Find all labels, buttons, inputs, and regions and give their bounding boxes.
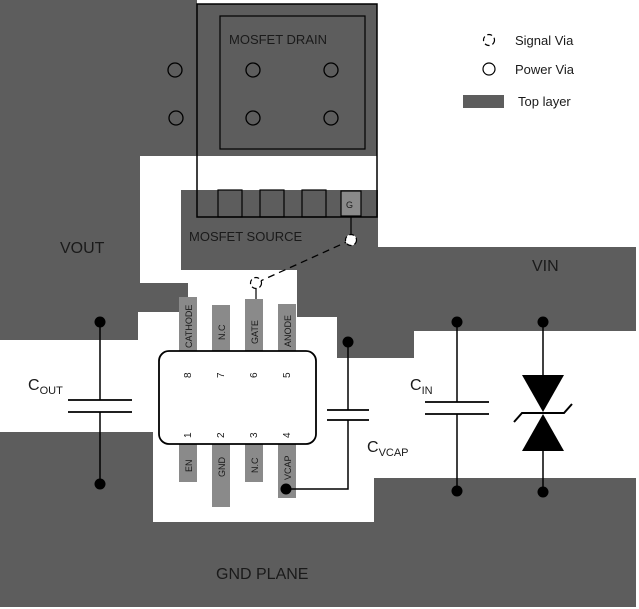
cin-node-bottom (451, 485, 463, 497)
legend-signal-via-label: Signal Via (515, 33, 574, 48)
gnd-plane (0, 432, 636, 607)
ic-pin-4 (278, 444, 296, 498)
mosfet-source-label: MOSFET SOURCE (189, 229, 302, 244)
legend-top-layer-swatch (463, 95, 504, 108)
pin-number-5: 5 (282, 372, 293, 378)
legend: Signal Via Power Via Top layer (463, 33, 575, 109)
pin-number-3: 3 (249, 432, 260, 438)
ic-pin-2 (212, 444, 230, 507)
vin-plane (297, 247, 636, 358)
pin-label-vcap: VCAP (283, 455, 293, 480)
gnd-plane-label: GND PLANE (216, 566, 308, 583)
ic-pin-3 (245, 444, 263, 482)
ic-pin-6 (245, 299, 263, 351)
tvs-bar (513, 403, 573, 423)
tvs-diode-upper (522, 375, 564, 412)
mosfet-drain-label: MOSFET DRAIN (229, 32, 327, 47)
pin-number-1: 1 (183, 432, 194, 438)
power-via (245, 62, 261, 78)
gate-pad-label: G (346, 200, 353, 210)
pin-label-gnd: GND (217, 457, 227, 478)
pin-number-6: 6 (249, 372, 260, 378)
pin-number-2: 2 (216, 432, 227, 438)
legend-signal-via-icon (482, 33, 496, 47)
pin-label-nc-top: N.C (217, 324, 227, 340)
power-via (323, 110, 339, 126)
legend-power-via-icon (482, 62, 496, 76)
cvcap-label: CVCAP (367, 439, 409, 459)
cvcap-wire-bottom (286, 420, 349, 490)
cout-node-top (94, 316, 106, 328)
pin-number-8: 8 (183, 372, 194, 378)
ic-body (158, 350, 317, 445)
ic-pin-7 (212, 305, 230, 351)
pin-label-cathode: CATHODE (184, 305, 194, 348)
power-via (167, 62, 183, 78)
signal-via (344, 233, 358, 247)
legend-top-layer-label: Top layer (518, 94, 571, 109)
cin-node-top (451, 316, 463, 328)
legend-power-via-label: Power Via (515, 62, 575, 77)
pin-label-en: EN (184, 459, 194, 472)
source-pad (301, 189, 327, 218)
power-via (323, 62, 339, 78)
cvcap-node-bottom (280, 483, 292, 495)
mosfet-drain-plane (143, 4, 377, 156)
pin-number-7: 7 (216, 372, 227, 378)
ic-pin-1 (179, 444, 197, 482)
cvcap-node-top (342, 336, 354, 348)
mosfet-body-outline (196, 3, 378, 218)
signal-via (249, 276, 263, 290)
ic-pin-8 (179, 297, 197, 351)
power-via (245, 110, 261, 126)
tvs-node-bottom (537, 486, 549, 498)
source-pad (217, 189, 243, 218)
pin-label-anode: ANODE (283, 315, 293, 347)
cout-node-bottom (94, 478, 106, 490)
mosfet-drain-pad-outline (219, 15, 366, 150)
gate-pad (340, 190, 362, 217)
power-via (168, 110, 184, 126)
gate-trace-dashed (255, 239, 352, 284)
cout-label: COUT (28, 377, 63, 397)
vin-label: VIN (532, 258, 559, 275)
tvs-node-top (537, 316, 549, 328)
ic-pin-5 (278, 304, 296, 351)
source-pad (259, 189, 285, 218)
pin-label-gate: GATE (250, 320, 260, 344)
cin-label: CIN (410, 377, 433, 397)
tvs-diode-lower (522, 414, 564, 451)
vout-label: VOUT (60, 240, 105, 257)
pin-number-4: 4 (282, 432, 293, 438)
pin-label-nc-bottom: N.C (250, 457, 260, 473)
